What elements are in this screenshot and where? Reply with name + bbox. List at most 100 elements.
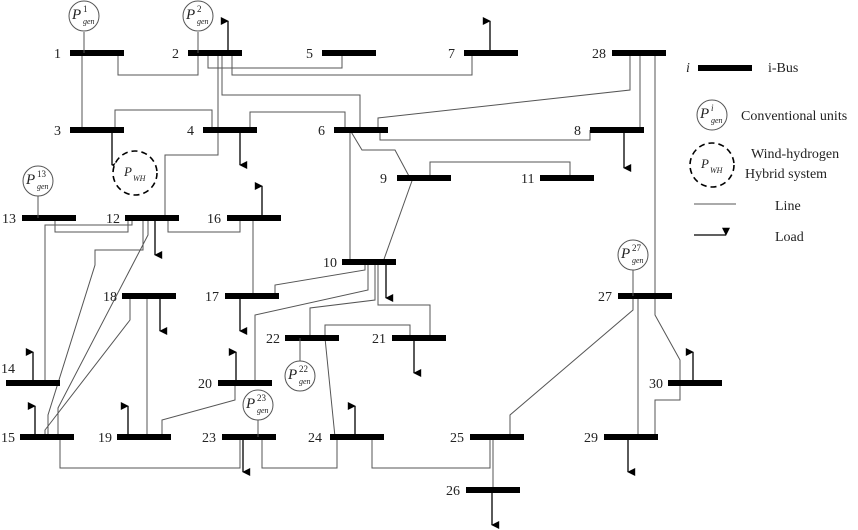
svg-text:gen: gen xyxy=(37,182,49,191)
line-10-17 xyxy=(274,262,366,296)
svg-text:WH: WH xyxy=(133,174,147,183)
legend-load-label: Load xyxy=(775,230,804,245)
svg-text:P: P xyxy=(620,246,630,262)
svg-text:gen: gen xyxy=(711,116,723,125)
loads xyxy=(25,17,694,529)
line-27-30 xyxy=(654,296,681,437)
buses xyxy=(6,50,722,493)
svg-text:i: i xyxy=(711,103,714,113)
legend-bus-label: i-Bus xyxy=(768,61,798,76)
line-2-5 xyxy=(207,53,343,69)
line-6-9 xyxy=(349,129,411,179)
bus-label-7: 7 xyxy=(448,47,455,62)
bus-label-28: 28 xyxy=(592,47,606,62)
svg-text:P: P xyxy=(699,106,709,122)
svg-text:P: P xyxy=(185,7,195,23)
legend-gen-label: Conventional units xyxy=(741,109,847,124)
line-4-6 xyxy=(249,111,346,130)
line-24-25 xyxy=(371,437,491,469)
generator-23: P 23 gen xyxy=(242,389,274,421)
bus-label-15: 15 xyxy=(1,431,15,446)
line-9-10 xyxy=(382,177,414,263)
line-22-24 xyxy=(324,337,336,438)
line-10-20 xyxy=(254,262,369,383)
bus-label-4: 4 xyxy=(187,124,194,139)
bus-label-14: 14 xyxy=(1,362,15,377)
line-12-14 xyxy=(44,218,133,383)
svg-text:P: P xyxy=(700,156,709,171)
bus-label-8: 8 xyxy=(574,124,581,139)
line-12-16 xyxy=(167,218,241,233)
line-23-24 xyxy=(261,437,338,469)
bus-label-1: 1 xyxy=(54,47,61,62)
generator-27: P 27 gen xyxy=(617,239,649,271)
bus-label-26: 26 xyxy=(446,484,460,499)
bus-label-27: 27 xyxy=(598,290,612,305)
legend: i i-Bus P i gen Conventional units P WH … xyxy=(686,61,847,245)
svg-text:13: 13 xyxy=(37,169,47,179)
bus-label-5: 5 xyxy=(306,47,313,62)
line-9-11 xyxy=(429,161,571,178)
line-12-15b xyxy=(47,218,144,437)
line-2-6 xyxy=(221,53,361,130)
line-3-4 xyxy=(114,109,213,130)
svg-text:P: P xyxy=(71,7,81,23)
bus-label-3: 3 xyxy=(54,124,61,139)
bus-label-13: 13 xyxy=(2,212,16,227)
line-5-7 xyxy=(231,53,473,76)
wind-hydrogen-unit: P WH xyxy=(112,150,158,196)
generator-connections xyxy=(37,32,634,437)
svg-text:1: 1 xyxy=(83,4,88,14)
line-10-22 xyxy=(309,262,376,338)
line-1-2 xyxy=(117,53,199,76)
svg-text:27: 27 xyxy=(632,243,642,253)
svg-text:23: 23 xyxy=(257,393,267,403)
svg-text:P: P xyxy=(25,172,35,188)
svg-text:gen: gen xyxy=(299,377,311,386)
line-25-27 xyxy=(509,296,634,437)
bus-label-19: 19 xyxy=(98,431,112,446)
bus-label-24: 24 xyxy=(308,431,322,446)
svg-text:22: 22 xyxy=(299,364,308,374)
line-15-23 xyxy=(59,437,241,469)
bus-label-21: 21 xyxy=(372,332,386,347)
svg-text:WH: WH xyxy=(710,166,724,175)
bus-label-16: 16 xyxy=(207,212,221,227)
svg-text:P: P xyxy=(245,396,255,412)
legend-bus-symbol: i xyxy=(686,61,690,76)
svg-text:gen: gen xyxy=(83,17,95,26)
legend-line-label: Line xyxy=(775,199,801,214)
svg-text:gen: gen xyxy=(632,256,644,265)
bus-label-12: 12 xyxy=(106,212,120,227)
bus-label-25: 25 xyxy=(450,431,464,446)
bus-label-22: 22 xyxy=(266,332,280,347)
bus-label-18: 18 xyxy=(103,290,117,305)
line-15-18 xyxy=(44,296,131,437)
bus-label-11: 11 xyxy=(521,172,534,187)
legend-wh-label-1: Wind-hydrogen xyxy=(751,147,839,162)
generator-1: P 1 gen xyxy=(68,0,100,32)
line-12-15a xyxy=(57,218,149,437)
line-6-8 xyxy=(379,130,591,141)
line-6-28a xyxy=(377,53,631,130)
legend-gen-circle xyxy=(696,99,728,131)
svg-text:P: P xyxy=(287,367,297,383)
transmission-lines xyxy=(44,53,681,490)
bus-label-20: 20 xyxy=(198,377,212,392)
legend-wh-circle xyxy=(689,142,735,188)
bus-label-30: 30 xyxy=(649,377,663,392)
line-19-20 xyxy=(161,383,236,437)
line-21-22 xyxy=(324,324,411,338)
bus-label-10: 10 xyxy=(323,256,337,271)
svg-text:2: 2 xyxy=(197,4,202,14)
bus-label-29: 29 xyxy=(584,431,598,446)
generator-2: P 2 gen xyxy=(182,0,214,32)
legend-wh-label-2: Hybrid system xyxy=(745,167,827,182)
line-4-12 xyxy=(164,130,219,218)
bus-label-23: 23 xyxy=(202,431,216,446)
svg-text:gen: gen xyxy=(257,406,269,415)
bus-label-17: 17 xyxy=(205,290,219,305)
svg-text:gen: gen xyxy=(197,17,209,26)
line-10-21 xyxy=(377,262,431,338)
